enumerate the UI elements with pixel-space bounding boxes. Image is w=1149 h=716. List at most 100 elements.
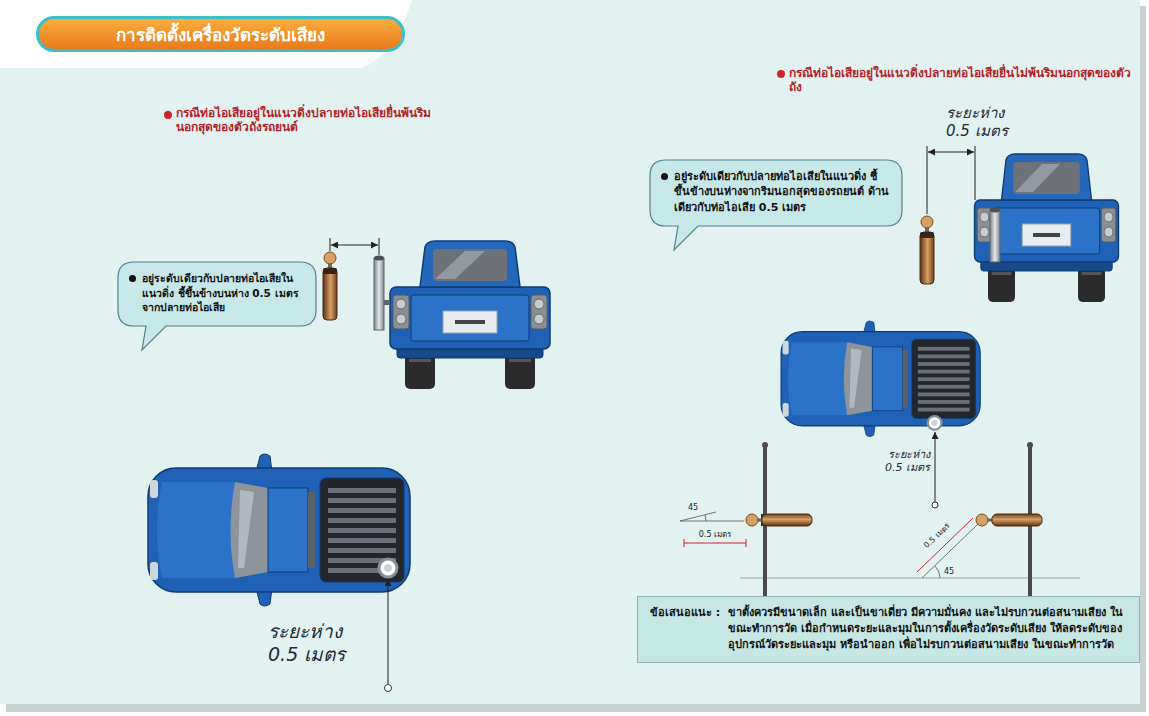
bed-slat [328, 488, 396, 493]
pole-cap [1027, 442, 1033, 448]
truck-rear-view [390, 241, 550, 389]
angle-label: 45 [688, 503, 698, 513]
pipe-opening [990, 208, 1000, 213]
dimension-label: ระยะห่าง 0.5 เมตร [944, 104, 1022, 140]
bed-slat [918, 385, 970, 389]
bed-slat [918, 354, 970, 358]
title-tab [0, 0, 412, 68]
distance-tick [746, 539, 747, 547]
pipe-bracket [384, 300, 390, 305]
meter-band [323, 268, 337, 274]
bed-slat [918, 362, 970, 366]
plate [1022, 224, 1071, 246]
section-heading: กรณีท่อไอเสียอยู่ในแนวดิ่งปลายท่อไอเสียย… [176, 106, 448, 135]
dimension-end [385, 685, 392, 692]
distance-tick [684, 539, 685, 547]
bed-slat [918, 370, 970, 374]
tread [1082, 272, 1102, 275]
sound-level-meter [323, 268, 337, 320]
section-heading: กรณีท่อไอเสียอยู่ในแนวดิ่งปลายท่อไอเสียย… [789, 66, 1141, 95]
bullet-dot [129, 275, 136, 282]
bed-slat [918, 408, 970, 412]
windshield [231, 482, 269, 578]
dimension-line [928, 152, 974, 153]
distance-line [917, 518, 973, 572]
lamp [534, 314, 544, 324]
tailgate [993, 208, 1099, 254]
tail-light [977, 208, 991, 242]
sound-level-meter [992, 514, 1042, 526]
exhaust-tip [928, 416, 942, 430]
bubble-shape [650, 160, 902, 250]
bed [912, 339, 976, 418]
note-body: ขาตั้งควรมีขนาดเล็ก และเป็นขาเดี่ยว มีคว… [728, 605, 1127, 653]
callout-bubble: อยู่ระดับเดียวกับปลายท่อไอเสียในแนวดิ่ง … [118, 262, 316, 326]
callout-bubble: อยู่ระดับเดียวกับปลายท่อไอเสียในแนวดิ่ง … [650, 160, 902, 226]
lamp [980, 212, 989, 222]
heading-bullet [164, 111, 172, 119]
headlight [150, 480, 158, 498]
windshield-reflection [238, 490, 254, 568]
exhaust-hole [384, 564, 392, 572]
heading-bullet [777, 70, 785, 78]
title-banner: การติดตั้งเครื่องวัดระดับเสียง [36, 16, 405, 52]
sound-level-meter [762, 514, 812, 526]
bed-slat [918, 347, 970, 351]
bed-slat [328, 548, 396, 553]
angle-arc [935, 566, 940, 578]
tread [509, 359, 531, 362]
microphone [324, 252, 336, 264]
plate-bar [1033, 233, 1060, 237]
lamp [534, 299, 544, 309]
hood [157, 482, 235, 578]
bed-slat [328, 498, 396, 503]
pipe-opening [374, 256, 384, 261]
dimension-line [935, 432, 936, 502]
bed-body [390, 287, 550, 349]
extension-line [330, 238, 331, 251]
note-box: ข้อเสนอแนะ :ขาตั้งควรมีขนาดเล็ก และเป็นข… [637, 596, 1140, 663]
truck-rear-view [975, 154, 1119, 302]
lamp [396, 314, 406, 324]
truck-top-view [781, 321, 980, 437]
panel [0, 0, 1140, 704]
tread [409, 359, 431, 362]
bed-slat [328, 528, 396, 533]
reference-line [680, 521, 744, 522]
meter-band [920, 232, 934, 238]
roof [872, 347, 902, 411]
windshield [844, 342, 873, 415]
rear-window [1013, 162, 1080, 194]
bed-slat [328, 508, 396, 513]
extension-line [975, 146, 976, 200]
truck-top-view [148, 454, 410, 606]
bed-slat [918, 377, 970, 381]
lamp [1104, 212, 1113, 222]
window-reflection [435, 251, 485, 279]
dimension-label: ระยะห่าง 0.5 เมตร [266, 620, 364, 666]
body [148, 468, 410, 592]
rear-window [308, 492, 315, 568]
cab [420, 241, 520, 287]
tailgate [411, 295, 529, 341]
headlight [150, 562, 158, 580]
pole-cap [762, 442, 768, 448]
bed-slat [328, 518, 396, 523]
dimension-end [932, 502, 938, 508]
roof [268, 488, 308, 572]
exhaust-tip [379, 559, 397, 577]
tail-light [1101, 208, 1115, 242]
microphone [921, 216, 933, 228]
plate [443, 311, 497, 333]
angle-arc [705, 515, 706, 521]
cab [1002, 154, 1092, 200]
dimension-line [331, 245, 378, 246]
distance-line [684, 543, 746, 544]
bed-slat [918, 392, 970, 396]
callout-text: อยู่ระดับเดียวกับปลายท่อไอเสียในแนวดิ่ง … [142, 271, 304, 315]
reference-line [922, 524, 978, 578]
window-reflection [1015, 164, 1060, 192]
exhaust-pipe [374, 258, 384, 330]
dimension-line [388, 579, 389, 684]
